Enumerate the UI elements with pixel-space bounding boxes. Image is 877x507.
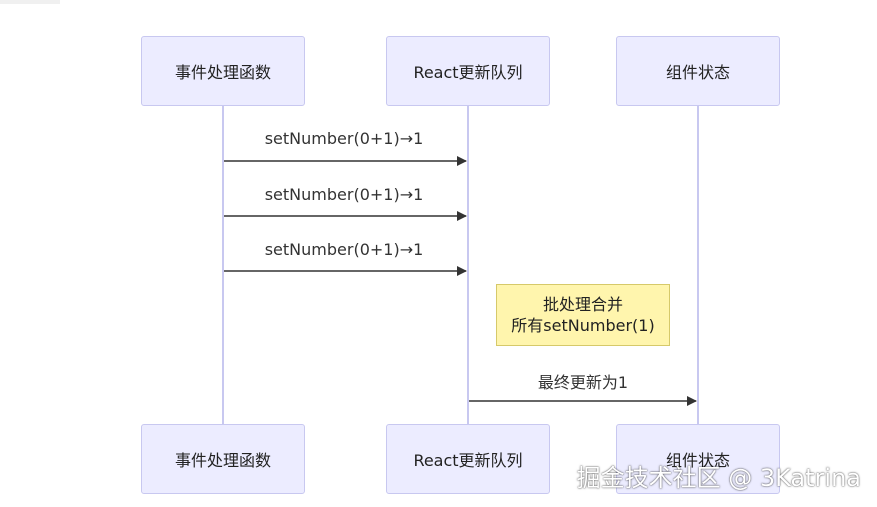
- batch-note: 批处理合并 所有setNumber(1): [496, 284, 670, 346]
- note-line-2: 所有setNumber(1): [511, 316, 655, 335]
- actor-component-state-top: 组件状态: [616, 36, 780, 106]
- actor-label: 组件状态: [665, 451, 730, 470]
- actor-label: 事件处理函数: [174, 63, 271, 82]
- actor-component-state-bottom: 组件状态: [616, 424, 780, 494]
- actor-label: React更新队列: [413, 451, 523, 470]
- actor-event-handler-top: 事件处理函数: [141, 36, 305, 106]
- actor-react-queue-bottom: React更新队列: [386, 424, 550, 494]
- top-edge-fragment: [0, 0, 60, 4]
- actor-event-handler-bottom: 事件处理函数: [141, 424, 305, 494]
- message-label-4: 最终更新为1: [537, 373, 629, 392]
- actor-label: React更新队列: [413, 63, 523, 82]
- watermark: 掘金技术社区 @ 3Katrina: [576, 464, 861, 492]
- actor-react-queue-top: React更新队列: [386, 36, 550, 106]
- actor-label: 事件处理函数: [174, 451, 271, 470]
- message-label-1: setNumber(0+1)→1: [264, 129, 424, 148]
- actor-label: 组件状态: [665, 63, 730, 82]
- note-line-1: 批处理合并: [542, 295, 623, 314]
- message-label-3: setNumber(0+1)→1: [264, 240, 424, 259]
- message-label-2: setNumber(0+1)→1: [264, 185, 424, 204]
